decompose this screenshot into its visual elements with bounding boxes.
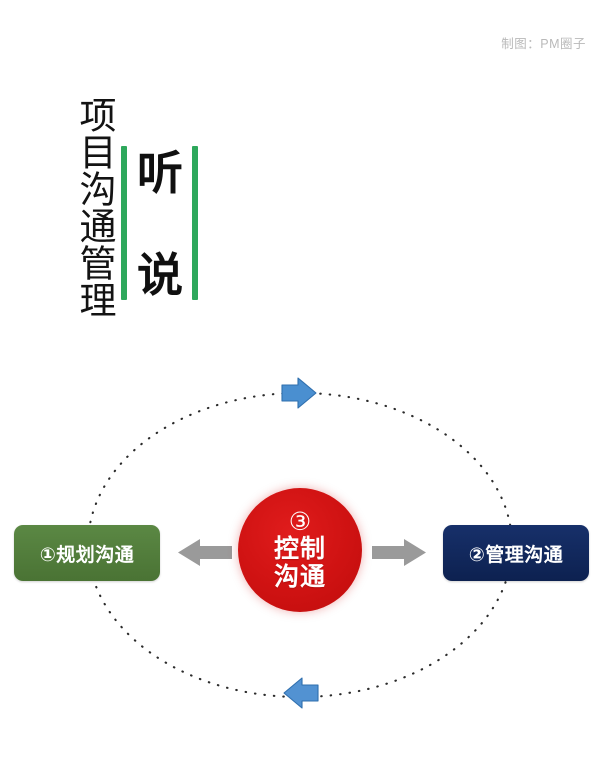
node-control-label-line2: 沟通 <box>273 562 326 591</box>
page-title-vertical: 项目沟通管理 <box>73 96 116 318</box>
node-manage-communication[interactable]: ②管理沟通 <box>443 525 589 581</box>
green-bar-left <box>121 146 127 300</box>
node-control-communication[interactable]: ③ 控制 沟通 <box>238 488 362 612</box>
node-manage-label: ②管理沟通 <box>468 543 564 566</box>
node-plan-label: ①规划沟通 <box>39 543 135 566</box>
cycle-bottom-arrow-icon <box>283 677 319 709</box>
center-to-left-arrow-icon <box>178 539 232 566</box>
title-char-speak: 说 <box>137 248 183 302</box>
title-char-listen: 听 <box>137 146 183 200</box>
center-to-right-arrow-icon <box>372 539 426 566</box>
credit-text: 制图：PM圈子 <box>501 37 586 51</box>
cycle-top-arrow-icon <box>281 377 317 409</box>
green-bar-right <box>192 146 198 300</box>
node-control-number: ③ <box>288 507 312 536</box>
node-plan-communication[interactable]: ①规划沟通 <box>14 525 160 581</box>
cycle-diagram: ①规划沟通 ②管理沟通 ③ 控制 沟通 <box>0 360 600 740</box>
title-block: 项目沟通管理 听 说 <box>0 0 230 340</box>
node-control-label-line1: 控制 <box>273 534 326 563</box>
